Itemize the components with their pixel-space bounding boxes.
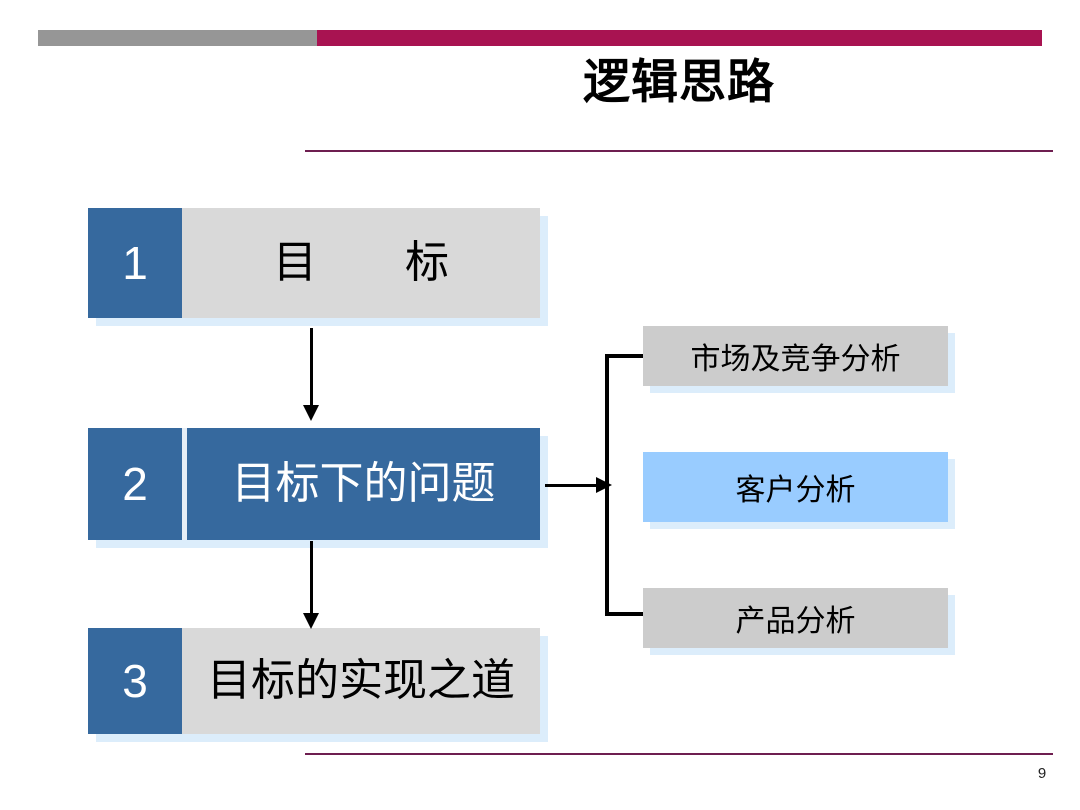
arrow-step1-to-step2-line [310,328,313,410]
page-number: 9 [1037,765,1047,782]
title-divider [305,150,1053,152]
step-label-1: 目 标 [182,208,540,318]
detail-box-product-analysis[interactable]: 产品分析 [643,588,948,648]
arrow-step2-to-details-head-icon [596,477,612,493]
step-row-1[interactable]: 1 目 标 [88,208,540,318]
header-bar-accent [317,30,1042,46]
page-title: 逻辑思路 [583,55,775,108]
bracket-arm-bottom [605,612,647,616]
arrow-step2-to-details-line [545,484,607,487]
detail-box-market-analysis[interactable]: 市场及竞争分析 [643,326,948,386]
step-row-2[interactable]: 2 目标下的问题 [88,428,540,540]
footer-divider [305,753,1053,755]
arrow-step2-to-step3-line [310,541,313,619]
arrow-step1-to-step2-head-icon [303,405,319,421]
step-number-2: 2 [88,428,182,540]
step-number-1: 1 [88,208,182,318]
bracket-spine [605,354,609,616]
step-number-3: 3 [88,628,182,734]
step-row-3[interactable]: 3 目标的实现之道 [88,628,540,734]
step-label-2: 目标下的问题 [182,428,540,540]
arrow-step2-to-step3-head-icon [303,613,319,629]
detail-box-customer-analysis[interactable]: 客户分析 [643,452,948,522]
header-bar-gray [38,30,317,46]
bracket-arm-top [605,354,647,358]
step-label-3: 目标的实现之道 [182,628,540,734]
